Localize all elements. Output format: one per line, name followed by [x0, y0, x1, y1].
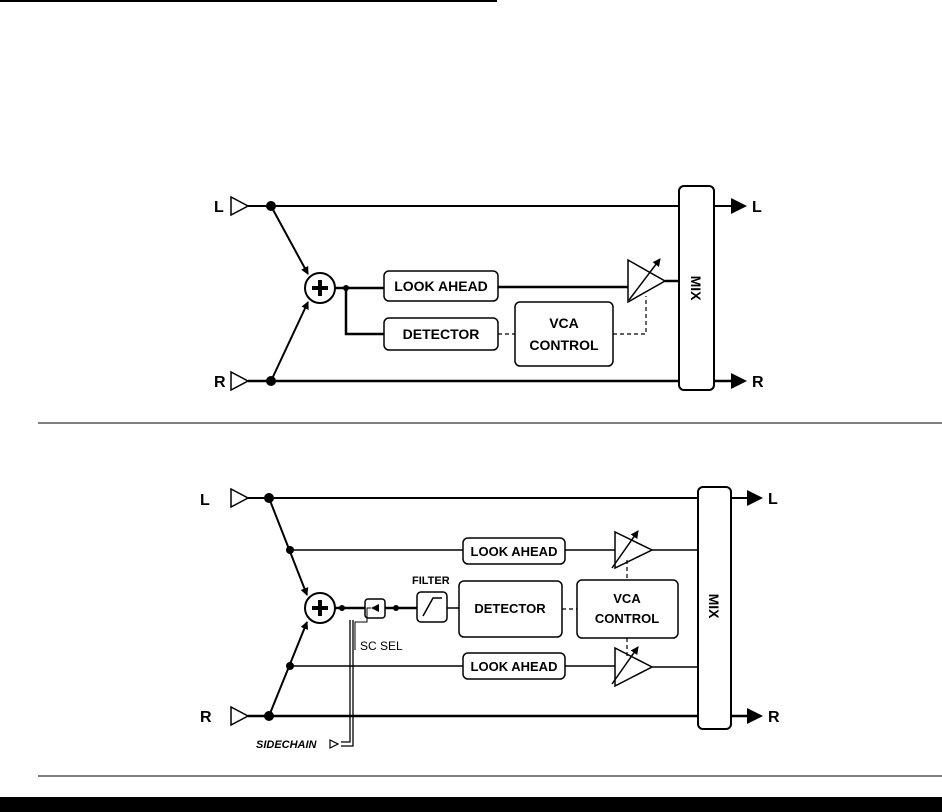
d1-plus-icon: [312, 280, 328, 296]
d2-sc-sel-arrow-icon: [371, 604, 379, 612]
d1-vca-control-line2: CONTROL: [529, 337, 599, 353]
diagram-1: L R LOOK AHEAD DETECTOR VCA: [214, 185, 764, 392]
d1-input-r-label: R: [214, 374, 226, 391]
d2-mix-label: MIX: [706, 594, 722, 620]
top-rule: [0, 0, 497, 2]
d2-highpass-icon: [422, 597, 442, 617]
d2-filter-block: [416, 591, 448, 623]
d2-look-ahead-bottom-label: LOOK AHEAD: [471, 659, 558, 674]
d2-input-l-triangle: [230, 487, 250, 509]
d2-summer-out-node: [339, 605, 345, 611]
d2-vca-bottom-gain-arrow: [611, 646, 639, 685]
d1-r-feed-arrow: [270, 301, 309, 382]
d2-sidechain-line-a: [341, 620, 351, 743]
d2-input-r-label: R: [200, 709, 212, 726]
d1-out-r-arrow: [731, 373, 747, 389]
d1-input-l-label: L: [214, 199, 224, 216]
d1-l-feed-arrow: [270, 205, 309, 275]
d1-input-r-triangle: [230, 370, 250, 392]
d2-input-l-label: L: [200, 492, 210, 509]
d2-sc-sel-inner: [354, 607, 371, 650]
d1-detector-label: DETECTOR: [403, 326, 480, 342]
d2-output-r-label: R: [768, 709, 780, 726]
d2-input-r-triangle: [230, 705, 250, 727]
d1-vca-gain-arrow: [628, 258, 661, 301]
d1-out-l-arrow: [731, 198, 747, 214]
d2-plus-icon: [312, 600, 328, 616]
d1-vca-control-block: [514, 301, 614, 367]
d2-out-r-arrow: [747, 708, 763, 724]
d2-sidechain-label: SIDECHAIN: [256, 739, 318, 751]
d1-vca-control-line1: VCA: [549, 315, 579, 331]
d2-l-feed-arrow: [268, 497, 309, 596]
d1-input-l-triangle: [230, 195, 250, 217]
d1-mix-label: MIX: [688, 276, 704, 302]
d2-vca-control-line1: VCA: [613, 591, 641, 606]
d1-detector-feed: [344, 288, 384, 336]
d1-mix-block: [678, 185, 715, 391]
d1-control-signal: [613, 296, 647, 335]
diagram-2: L R LOOK AHEAD LOOK AHEAD: [200, 486, 780, 751]
d2-output-l-label: L: [768, 491, 778, 508]
d2-mix-block: [697, 486, 732, 730]
d1-output-l-label: L: [752, 199, 762, 216]
d2-filter-label: FILTER: [412, 575, 450, 587]
d2-vca-control-line2: CONTROL: [595, 611, 659, 626]
d2-look-ahead-top-block: [462, 537, 566, 565]
d2-look-ahead-top-label: LOOK AHEAD: [471, 544, 558, 559]
d1-output-r-label: R: [752, 374, 764, 391]
d2-detector-label: DETECTOR: [474, 601, 546, 616]
d2-sidechain-line-b: [341, 620, 354, 747]
bottom-bar: [0, 797, 942, 812]
d1-vca-amp: [627, 258, 667, 304]
d2-vca-amp-bottom: [614, 646, 654, 688]
d2-vca-control-block: [576, 579, 679, 639]
d2-sidechain-triangle: [329, 739, 340, 749]
d2-sc-sel-label: SC SEL: [360, 639, 403, 653]
d1-look-ahead-label: LOOK AHEAD: [394, 278, 488, 294]
d2-vca-top-gain-arrow: [611, 530, 639, 569]
d2-sc-sel-out-node: [393, 605, 399, 611]
d2-out-l-arrow: [747, 490, 763, 506]
d2-vca-amp-top: [614, 530, 654, 570]
